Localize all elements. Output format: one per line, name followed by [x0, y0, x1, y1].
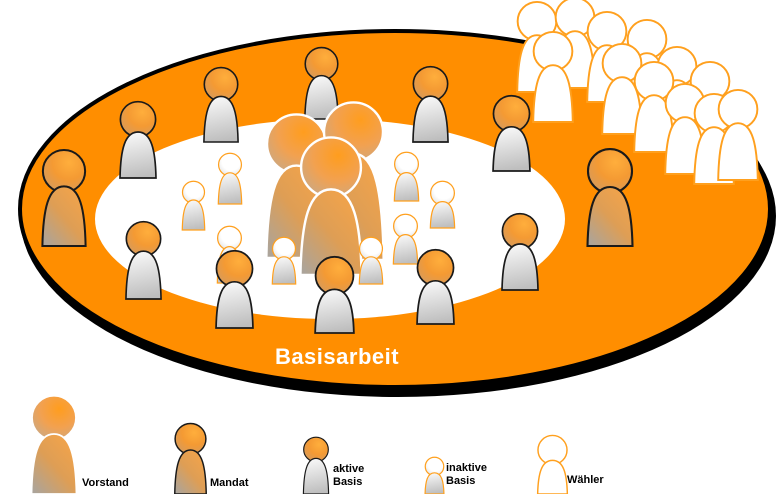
inaktive-basis-figure: [393, 151, 420, 202]
legend-label-mandat: Mandat: [210, 477, 249, 489]
aktive-basis-figure-icon: [302, 436, 330, 494]
aktive-basis-figure: [119, 100, 157, 179]
legend-label-waehler: Wähler: [567, 474, 604, 486]
inaktive-basis-figure: [429, 180, 456, 229]
mandat-figure: [586, 148, 634, 248]
inaktive-basis-figure: [217, 152, 243, 205]
aktive-basis-figure: [412, 65, 449, 143]
inaktive-basis-figure: [181, 180, 206, 231]
aktive-basis-figure: [215, 249, 254, 329]
inaktive-basis-figure-icon: [424, 456, 445, 494]
inaktive-basis-figure: [271, 236, 297, 285]
legend-label-aktive-basis: aktive Basis: [333, 463, 365, 488]
inaktive-basis-figure: [358, 236, 384, 285]
waehler-figure: [601, 42, 643, 135]
aktive-basis-figure: [501, 212, 539, 291]
aktive-basis-figure: [125, 220, 162, 300]
basisarbeit-label: Basisarbeit: [274, 344, 400, 369]
aktive-basis-figure: [314, 255, 355, 334]
inaktive-basis-figure: [424, 456, 445, 494]
legend-label-vorstand: Vorstand: [82, 477, 129, 489]
waehler-figure: [532, 30, 574, 123]
waehler-figure: [717, 88, 759, 181]
waehler-figure-icon: [536, 434, 569, 494]
mandat-figure-icon: [174, 422, 207, 494]
aktive-basis-figure: [302, 436, 330, 494]
inaktive-basis-figure: [392, 213, 419, 265]
vorstand-figure: [299, 136, 363, 277]
aktive-basis-figure: [416, 248, 455, 325]
mandat-figure: [41, 149, 87, 248]
aktive-basis-figure: [304, 46, 339, 120]
aktive-basis-figure: [203, 66, 239, 143]
vorstand-figure: [30, 394, 78, 494]
legend-label-inaktive-basis: inaktive Basis: [446, 462, 487, 487]
vorstand-figure-icon: [30, 394, 78, 494]
waehler-figure: [536, 434, 569, 494]
mandat-figure: [174, 422, 207, 494]
aktive-basis-figure: [492, 94, 531, 172]
